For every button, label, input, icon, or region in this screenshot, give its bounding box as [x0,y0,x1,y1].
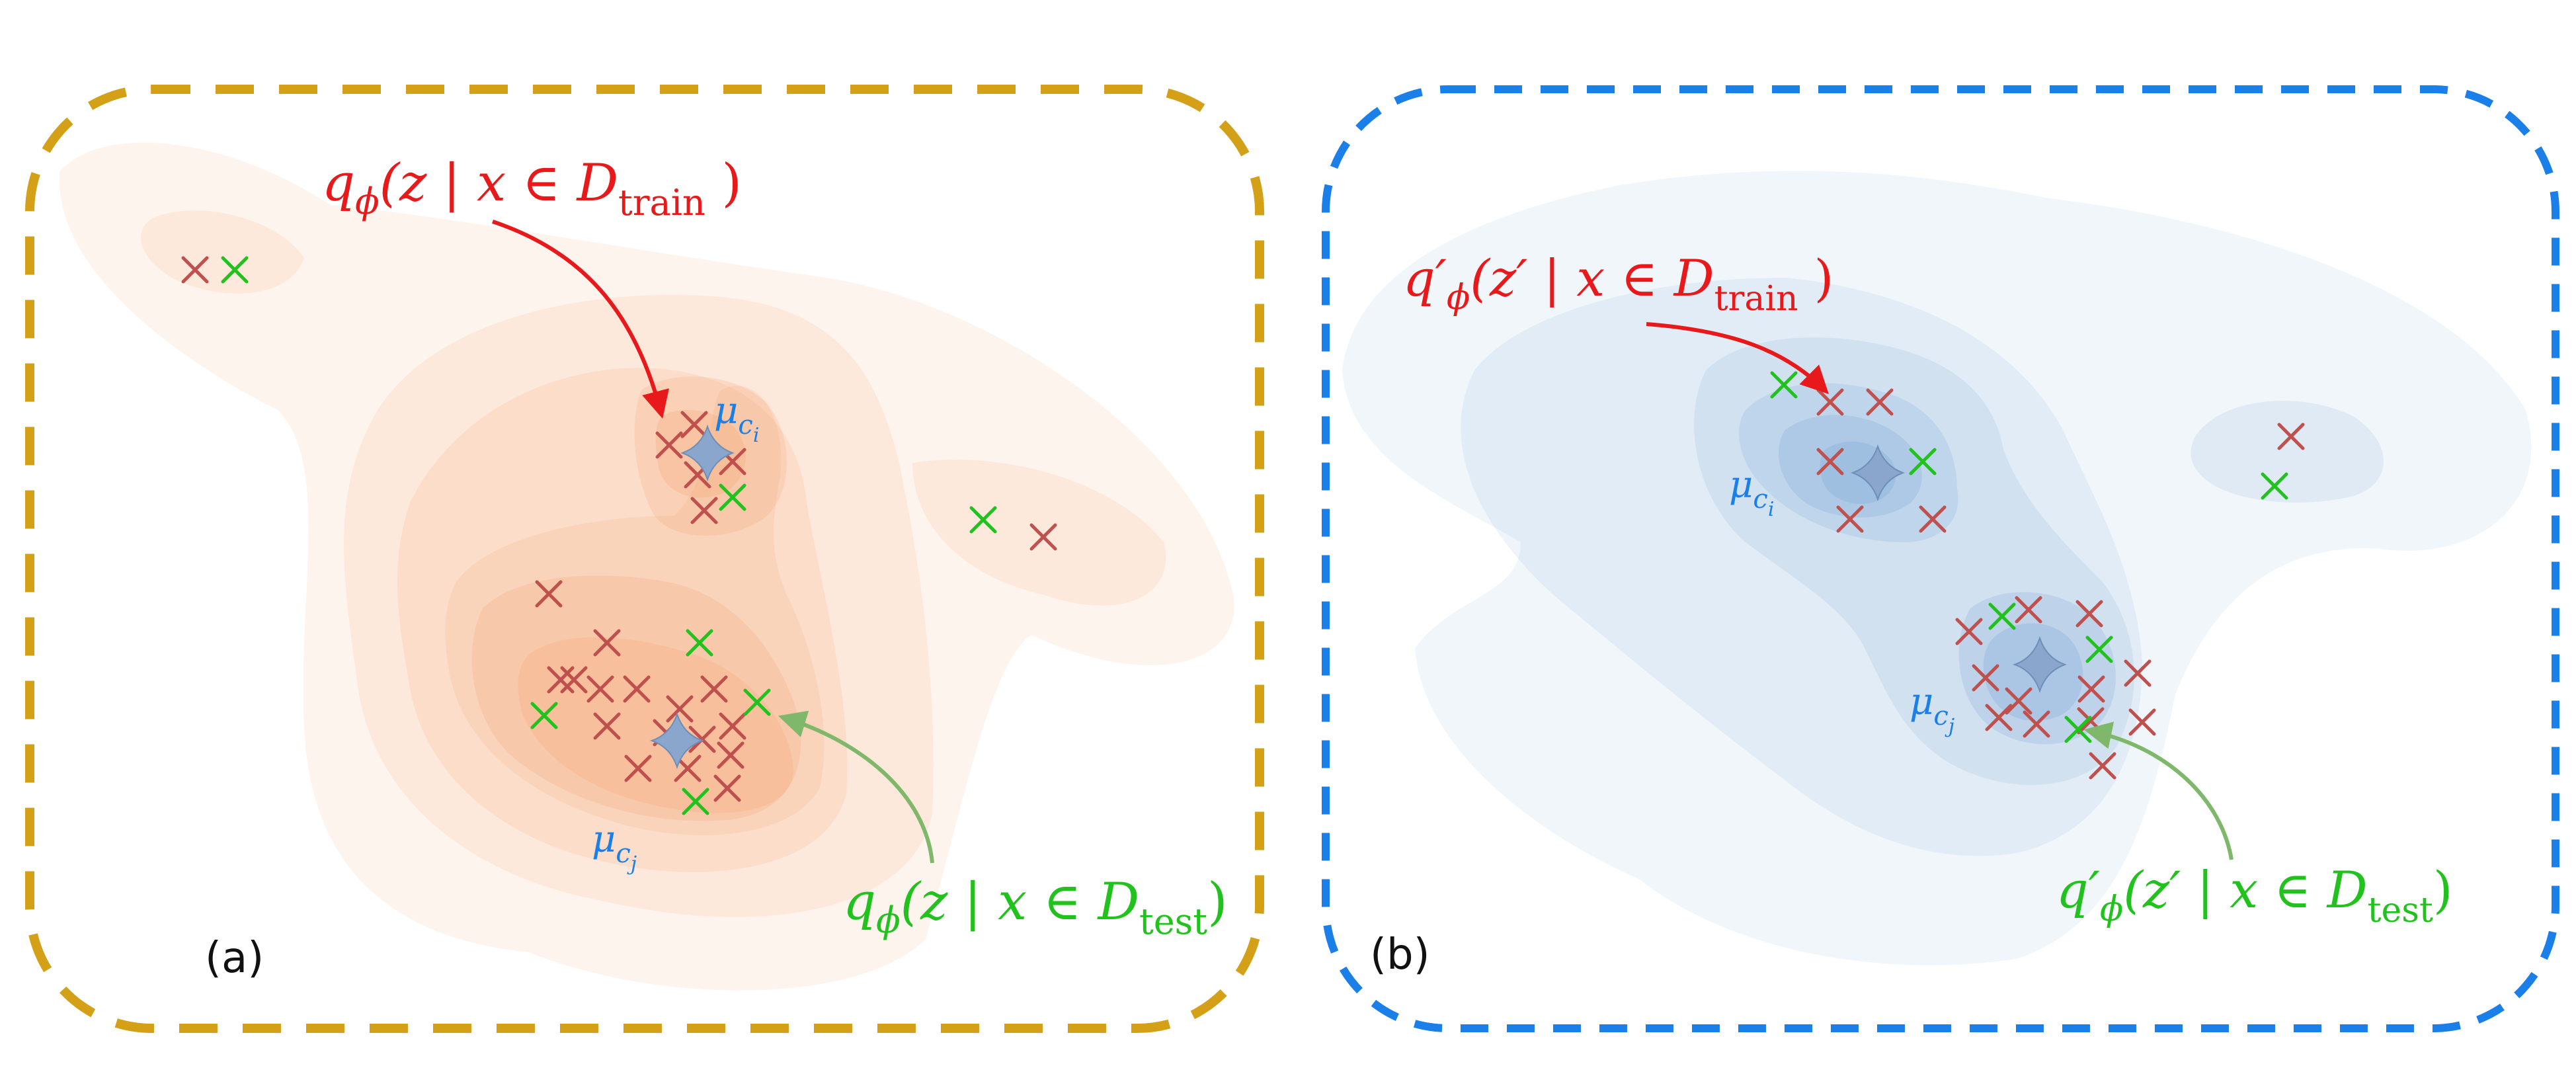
test-point-marker [1988,602,2016,630]
density-level-2 [1461,278,2142,856]
panel-a-label: (a) [205,934,264,983]
test-point-marker [221,256,249,284]
centroid-j-a [650,712,704,770]
test-point-marker [1770,371,1798,399]
panel-b-label: (b) [1370,930,1430,979]
train-point-marker [1816,448,1844,475]
train-point-marker [713,774,741,802]
test-arrow-a [778,710,934,864]
panel-a-markers [181,256,1057,815]
train-point-marker [1972,664,1999,692]
test-point-marker [2261,472,2288,500]
train-point-marker [1919,505,1947,533]
density-level-4 [1694,337,2134,786]
train-point-marker [2089,752,2116,780]
train-point-marker [690,497,718,524]
train-point-marker [560,666,588,694]
density-level-3 [2191,401,2384,503]
mu-ci-b: μci [1729,464,1774,521]
train-point-marker [624,755,652,782]
test-label-a: qϕ(z | x ∈ Dtest) [843,872,1228,942]
train-point-marker [535,580,563,608]
panel-b: μci μcj q′ϕ(z′ | x ∈ Dtrain ) q′ϕ(z′ | x… [1322,85,2559,1032]
density-level-5 [1739,383,1958,542]
test-point-marker [719,483,746,511]
train-point-marker [688,725,716,753]
train-point-marker [1985,704,2013,731]
train-point-marker [586,675,614,703]
panel-a: μci μcj qϕ(z | x ∈ Dtrain ) qϕ(z | x ∈ D… [25,85,1264,1033]
train-point-marker [666,695,694,723]
train-point-marker [2128,708,2156,736]
test-point-marker [969,506,997,534]
train-point-marker [593,712,621,740]
train-point-marker [1029,523,1057,551]
test-label-b: q′ϕ(z′ | x ∈ Dtest) [2056,860,2453,930]
density-level-1 [1342,171,2532,965]
train-point-marker [547,666,575,694]
train-point-marker [655,431,683,459]
centroid-i-b [1851,444,1905,502]
train-point-marker [1836,505,1864,533]
train-point-marker [1955,618,1983,645]
train-point-marker [719,712,746,740]
train-point-marker [700,675,728,703]
test-point-marker [2085,636,2113,663]
train-point-marker [717,741,745,769]
density-level-7 [1779,415,1922,518]
train-point-marker [623,675,651,703]
mu-ci-a: μci [714,390,759,447]
panel-a-frame [25,85,1264,1033]
train-arrow-a [492,220,669,419]
panel-b-frame [1322,85,2559,1032]
panel-b-markers [1770,371,2305,780]
density-level-2 [141,210,304,294]
test-point-marker [682,788,709,815]
density-level-3 [344,294,934,917]
train-point-marker [1866,388,1894,416]
train-point-marker [2277,423,2305,450]
panel-b-density [1342,171,2532,965]
test-point-marker [530,702,558,729]
train-label-a: qϕ(z | x ∈ Dtrain ) [322,153,742,224]
train-point-marker [2077,675,2105,703]
centroid-j-b [2013,636,2067,694]
density-level-7 [471,575,801,821]
train-point-marker [2023,710,2050,738]
train-label-b: q′ϕ(z′ | x ∈ Dtrain ) [1403,249,1833,319]
test-point-marker [686,629,713,657]
train-point-marker [181,256,209,284]
train-point-marker [2005,687,2033,715]
train-point-marker [2124,659,2152,687]
train-point-marker [1816,388,1844,416]
train-arrow-b [1646,322,1829,394]
train-point-marker [2015,596,2042,624]
test-point-marker [1909,448,1937,475]
test-point-marker [743,688,771,716]
test-arrow-b [2083,721,2234,860]
train-point-marker [680,411,708,438]
train-point-marker [2075,600,2103,628]
train-point-marker [593,629,621,657]
density-level-1 [59,142,1234,991]
centroid-i-a [680,424,735,482]
density-level-9 [518,637,793,813]
